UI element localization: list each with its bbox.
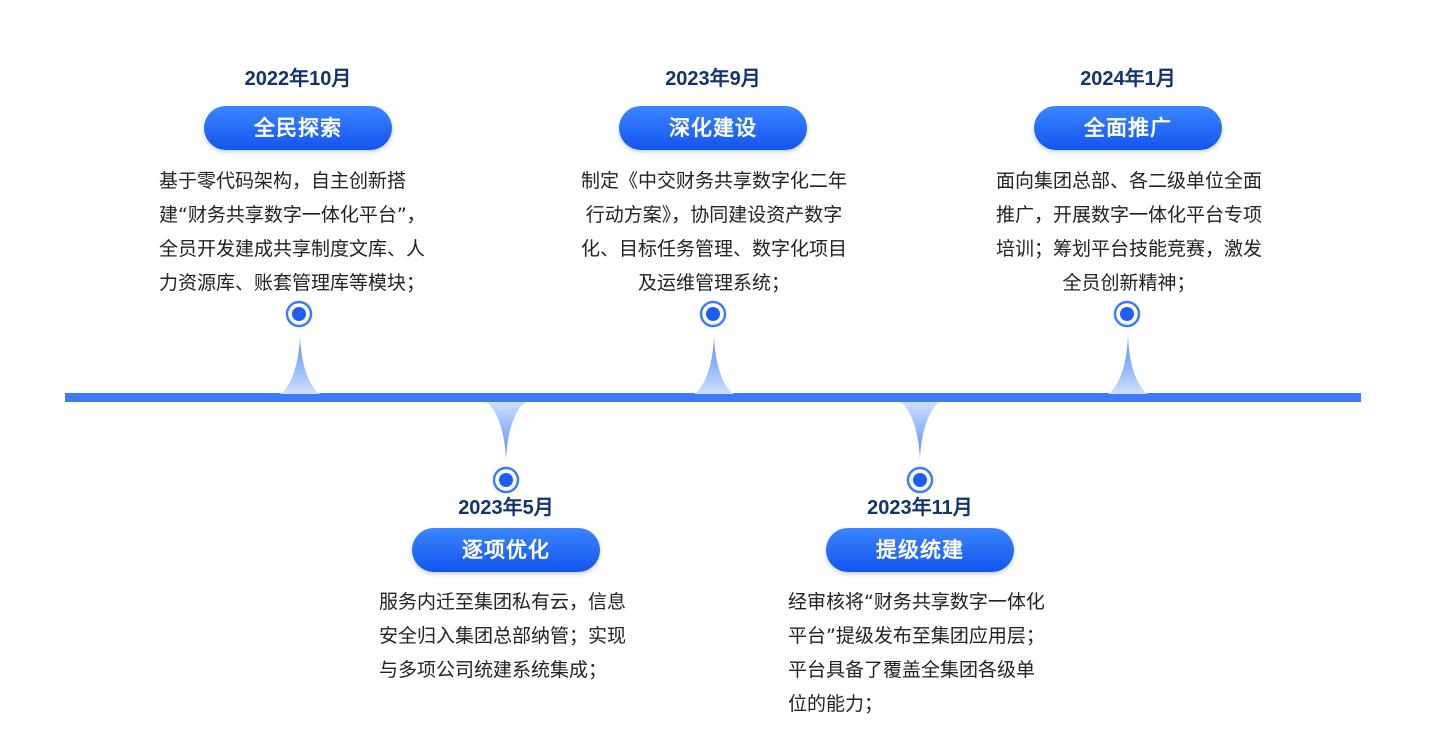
milestone-date: 2023年5月 <box>458 497 554 519</box>
milestone-3: 2023年9月 深化建设 制定《中交财务共享数字化二年行动方案》，协同建设资产数… <box>568 66 858 306</box>
timeline-node <box>1113 300 1141 328</box>
milestone-title-pill: 提级统建 <box>826 528 1014 572</box>
milestone-title-pill: 全面推广 <box>1034 106 1222 150</box>
milestone-title-pill: 全民探索 <box>204 106 392 150</box>
connector-spike-down <box>900 400 940 460</box>
timeline-node <box>492 466 520 494</box>
milestone-date: 2024年1月 <box>1080 68 1176 90</box>
timeline-node <box>906 466 934 494</box>
connector-spike-up <box>1108 336 1148 396</box>
milestone-description: 面向集团总部、各二级单位全面推广，开展数字一体化平台专项培训；筹划平台技能竞赛，… <box>995 170 1262 294</box>
connector-spike-up <box>694 336 734 396</box>
milestone-date: 2022年10月 <box>244 68 352 90</box>
timeline-axis <box>65 393 1361 402</box>
milestone-date: 2023年9月 <box>665 68 761 90</box>
milestone-title-pill: 深化建设 <box>619 106 807 150</box>
milestone-description: 制定《中交财务共享数字化二年行动方案》，协同建设资产数字化、目标任务管理、数字化… <box>580 170 847 294</box>
timeline-node <box>699 300 727 328</box>
milestone-description: 基于零代码架构，自主创新搭建“财务共享数字一体化平台”，全员开发建成共享制度文库… <box>159 170 426 294</box>
milestone-4: 2023年11月 提级统建 经审核将“财务共享数字一体化平台”提级发布至集团应用… <box>775 495 1065 725</box>
milestone-description: 经审核将“财务共享数字一体化平台”提级发布至集团应用层；平台具备了覆盖全集团各级… <box>788 591 1045 715</box>
milestone-date: 2023年11月 <box>867 497 973 519</box>
milestone-5: 2024年1月 全面推广 面向集团总部、各二级单位全面推广，开展数字一体化平台专… <box>983 66 1273 306</box>
timeline-node <box>285 300 313 328</box>
connector-spike-down <box>486 400 526 460</box>
milestone-title-pill: 逐项优化 <box>412 528 600 572</box>
connector-spike-up <box>280 336 320 396</box>
milestone-2: 2023年5月 逐项优化 服务内迁至集团私有云，信息安全归入集团总部纳管；实现与… <box>361 495 651 725</box>
milestone-description: 服务内迁至集团私有云，信息安全归入集团总部纳管；实现与多项公司统建系统集成； <box>379 591 627 681</box>
milestone-1: 2022年10月 全民探索 基于零代码架构，自主创新搭建“财务共享数字一体化平台… <box>153 66 443 336</box>
